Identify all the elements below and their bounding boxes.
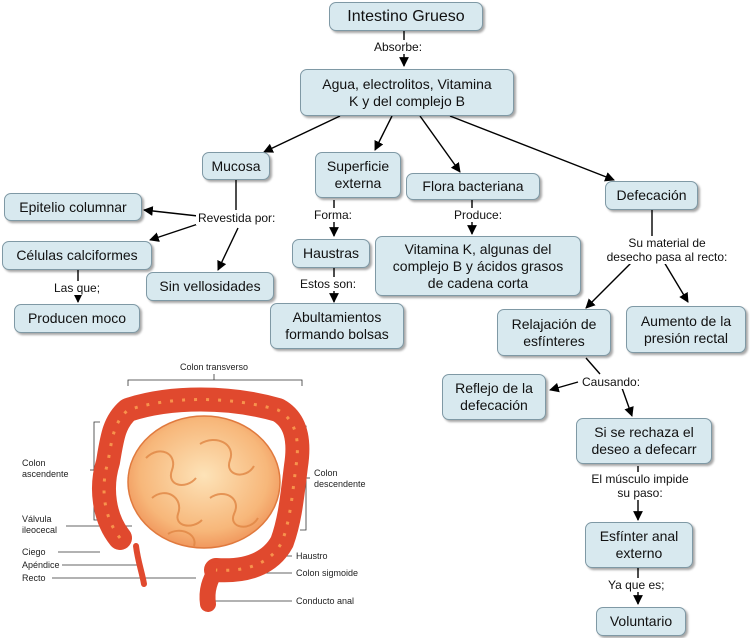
link-lasque: Las que; — [52, 281, 103, 295]
node-producen-moco[interactable]: Producen moco — [14, 304, 140, 333]
label-apendice: Apéndice — [22, 560, 60, 570]
link-produce: Produce: — [452, 208, 505, 222]
label-haustro: Haustro — [296, 551, 328, 561]
node-voluntario[interactable]: Voluntario — [596, 607, 686, 636]
label-recto: Recto — [22, 573, 46, 583]
node-sin-vellosidades[interactable]: Sin vellosidades — [146, 272, 274, 301]
node-superficie-externa[interactable]: Superficie externa — [315, 152, 401, 198]
link-estos: Estos son: — [298, 277, 359, 291]
node-vitamina-k[interactable]: Vitamina K, algunas del complejo B y áci… — [375, 236, 581, 296]
link-absorbe: Absorbe: — [372, 40, 425, 54]
node-esfinter-anal[interactable]: Esfínter anal externo — [585, 522, 693, 568]
label-colon-transverso: Colon transverso — [180, 362, 248, 372]
node-abultamientos[interactable]: Abultamientos formando bolsas — [270, 303, 404, 349]
link-musculo: El músculo impide su paso: — [586, 472, 694, 500]
node-intestino-grueso[interactable]: Intestino Grueso — [329, 2, 483, 31]
node-defecacion[interactable]: Defecación — [605, 181, 698, 210]
node-epitelio-columnar[interactable]: Epitelio columnar — [4, 193, 142, 221]
link-yaque: Ya que es; — [606, 578, 667, 592]
node-reflejo-defecacion[interactable]: Reflejo de la defecación — [442, 374, 546, 420]
link-revestida: Revestida por: — [196, 211, 278, 225]
node-aumento-presion[interactable]: Aumento de la presión rectal — [626, 306, 746, 353]
node-mucosa[interactable]: Mucosa — [202, 152, 270, 180]
node-celulas-calciformes[interactable]: Células calciformes — [2, 241, 152, 270]
link-causando: Causando: — [580, 375, 643, 389]
label-ciego: Ciego — [22, 547, 46, 557]
node-haustras[interactable]: Haustras — [292, 239, 370, 268]
label-conducto-anal: Conducto anal — [296, 596, 354, 606]
node-flora-bacteriana[interactable]: Flora bacteriana — [406, 173, 540, 200]
node-absorbe-agua[interactable]: Agua, electrolitos, Vitamina K y del com… — [300, 69, 514, 116]
link-forma: Forma: — [312, 208, 355, 222]
node-si-se-rechaza[interactable]: Si se rechaza el deseo a defecarr — [576, 418, 712, 464]
link-material: Su material de desecho pasa al recto: — [592, 236, 742, 264]
node-relajacion-esfinteres[interactable]: Relajación de esfínteres — [497, 309, 611, 356]
label-colon-sigmoide: Colon sigmoide — [296, 568, 358, 578]
